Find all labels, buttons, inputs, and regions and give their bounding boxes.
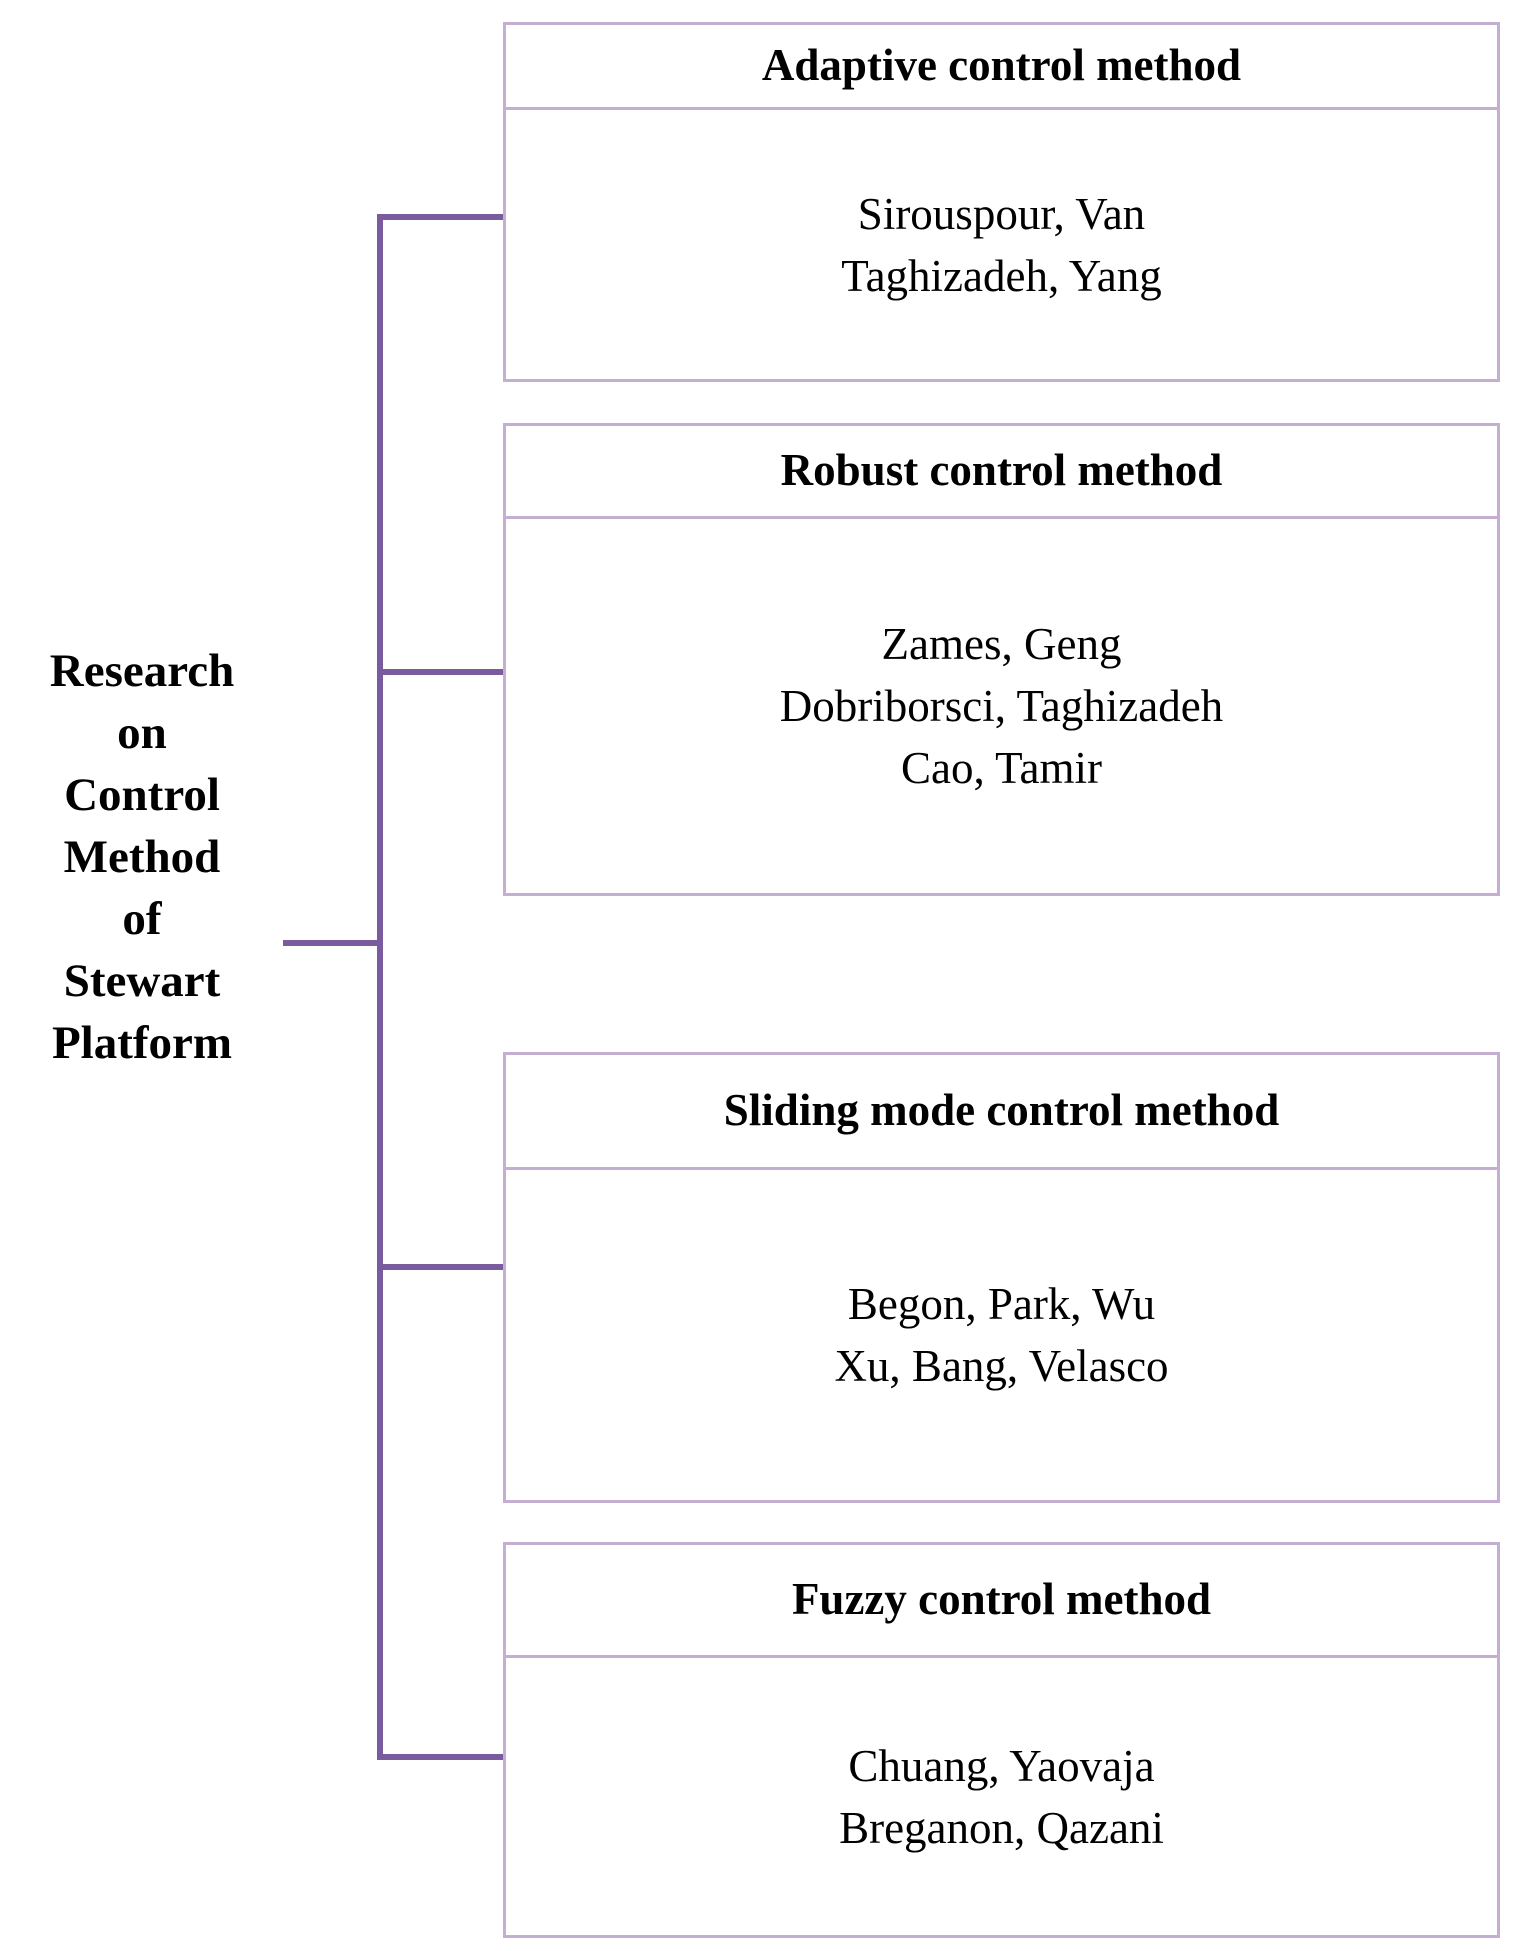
member-item: Sirouspour, Van <box>857 188 1146 239</box>
member-item: Taghizadeh, Yang <box>841 250 1162 301</box>
group-title-adaptive: Adaptive control method <box>503 22 1500 110</box>
root-node-label: Research on Control Method of Stewart Pl… <box>8 640 276 1074</box>
root-connector-stub <box>283 940 383 946</box>
root-label-line-5: of <box>122 893 162 945</box>
group-members-fuzzy: Chuang, Yaovaja Breganon, Qazani <box>503 1658 1500 1938</box>
root-label-line-6: Stewart <box>63 955 221 1007</box>
connector-branch-adaptive <box>377 214 507 220</box>
connector-trunk <box>377 217 383 1760</box>
group-title-sliding-mode: Sliding mode control method <box>503 1052 1500 1170</box>
member-item: Chuang, Yaovaja <box>848 1740 1155 1791</box>
group-fuzzy-control: Fuzzy control method Chuang, Yaovaja Bre… <box>503 1542 1500 1938</box>
member-item: Xu, Bang, Velasco <box>834 1341 1169 1391</box>
root-label-line-3: Control <box>64 769 220 821</box>
member-item: Breganon, Qazani <box>839 1802 1164 1853</box>
root-label-line-2: on <box>117 707 167 759</box>
group-sliding-mode-control: Sliding mode control method Begon, Park,… <box>503 1052 1500 1503</box>
member-item: Begon, Park, Wu <box>847 1279 1156 1329</box>
group-robust-control: Robust control method Zames, Geng Dobrib… <box>503 423 1500 896</box>
group-members-sliding-mode: Begon, Park, Wu Xu, Bang, Velasco <box>503 1170 1500 1503</box>
group-members-robust: Zames, Geng Dobriborsci, Taghizadeh Cao,… <box>503 519 1500 896</box>
group-members-adaptive: Sirouspour, Van Taghizadeh, Yang <box>503 110 1500 382</box>
root-label-line-7: Platform <box>51 1017 233 1069</box>
connector-branch-robust <box>377 669 507 675</box>
connector-branch-fuzzy <box>377 1754 507 1760</box>
root-label-line-4: Method <box>63 831 221 883</box>
group-title-fuzzy: Fuzzy control method <box>503 1542 1500 1658</box>
member-item: Cao, Tamir <box>901 743 1102 793</box>
root-label-line-1: Research <box>49 645 235 697</box>
group-adaptive-control: Adaptive control method Sirouspour, Van … <box>503 22 1500 382</box>
member-item: Zames, Geng <box>881 619 1122 669</box>
connector-branch-sliding-mode <box>377 1264 507 1270</box>
group-title-robust: Robust control method <box>503 423 1500 519</box>
member-item: Dobriborsci, Taghizadeh <box>779 681 1224 731</box>
